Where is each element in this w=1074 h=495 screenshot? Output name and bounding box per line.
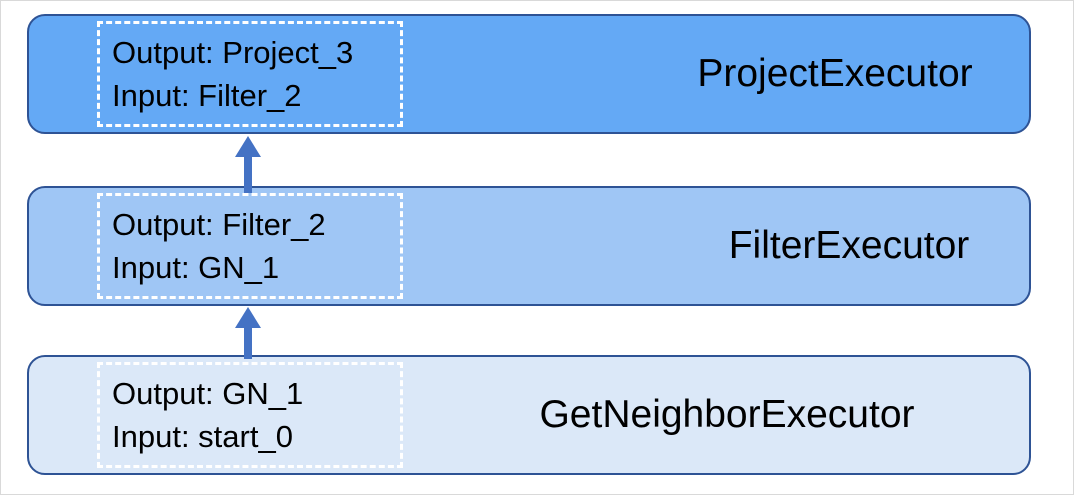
input-label: Input: start_0	[112, 419, 293, 454]
node-project-executor: Output: Project_3 Input: Filter_2 Projec…	[27, 14, 1031, 134]
input-label: Input: Filter_2	[112, 78, 302, 113]
arrow-head-icon	[235, 136, 261, 157]
executor-name-label: ProjectExecutor	[697, 52, 973, 95]
arrow-head-icon	[235, 307, 261, 328]
node-filter-executor: Output: Filter_2 Input: GN_1 FilterExecu…	[27, 186, 1031, 306]
executor-name-label: GetNeighborExecutor	[539, 393, 915, 436]
flow-arrow-up-icon	[235, 136, 261, 193]
input-label: Input: GN_1	[112, 250, 280, 285]
output-label: Output: Filter_2	[112, 207, 326, 242]
executor-name-label: FilterExecutor	[728, 224, 970, 267]
io-box-project: Output: Project_3 Input: Filter_2	[97, 21, 403, 127]
flow-arrow-up-icon	[235, 307, 261, 359]
output-label: Output: GN_1	[112, 376, 304, 411]
io-box-filter: Output: Filter_2 Input: GN_1	[97, 193, 403, 299]
io-box-getneighbor: Output: GN_1 Input: start_0	[97, 362, 403, 468]
output-label: Output: Project_3	[112, 35, 354, 70]
node-getneighbor-executor: Output: GN_1 Input: start_0 GetNeighborE…	[27, 355, 1031, 475]
arrow-shaft	[244, 155, 252, 193]
arrow-shaft	[244, 326, 252, 359]
